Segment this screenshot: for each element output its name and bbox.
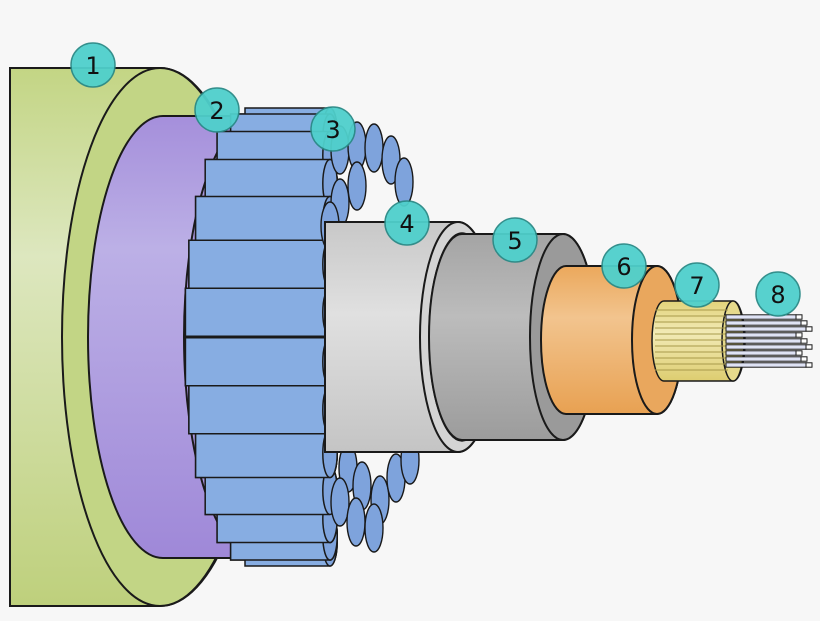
label-badge-3: 3 (310, 106, 356, 152)
svg-text:5: 5 (507, 227, 522, 255)
optical-fiber (725, 332, 803, 338)
armour-wire (184, 336, 338, 387)
armour-wire (188, 239, 338, 290)
label-badge-1: 1 (70, 42, 116, 88)
optical-fiber (725, 320, 808, 326)
optical-fiber (725, 326, 813, 332)
armour-wire-end (346, 497, 366, 547)
optical-fiber (725, 338, 808, 344)
armour-wire-end (394, 157, 414, 207)
armour-wire (184, 287, 338, 338)
armour-wire-end (364, 123, 384, 173)
optical-fiber (725, 344, 813, 350)
optical-fiber (725, 350, 803, 356)
armour-wire (194, 195, 338, 246)
svg-text:7: 7 (689, 272, 704, 300)
optical-fiber (725, 314, 803, 320)
optical-fiber (725, 362, 813, 368)
armour-wire-end (364, 503, 384, 553)
svg-text:8: 8 (770, 281, 785, 309)
armour-wire (194, 428, 338, 479)
label-badge-8: 8 (755, 271, 801, 317)
optical-fiber (725, 356, 808, 362)
svg-text:6: 6 (616, 253, 631, 281)
armour-wire-end (347, 161, 367, 211)
label-badge-5: 5 (492, 217, 538, 263)
armour-wire-end (330, 477, 350, 527)
svg-text:4: 4 (399, 210, 414, 238)
label-badge-7: 7 (674, 262, 720, 308)
label-badge-2: 2 (194, 87, 240, 133)
svg-text:2: 2 (209, 97, 224, 125)
layer-optical-fibers (725, 314, 813, 368)
armour-wire (188, 384, 338, 435)
label-badge-4: 4 (384, 200, 430, 246)
svg-text:3: 3 (325, 116, 340, 144)
svg-text:1: 1 (85, 52, 100, 80)
label-badge-6: 6 (601, 243, 647, 289)
